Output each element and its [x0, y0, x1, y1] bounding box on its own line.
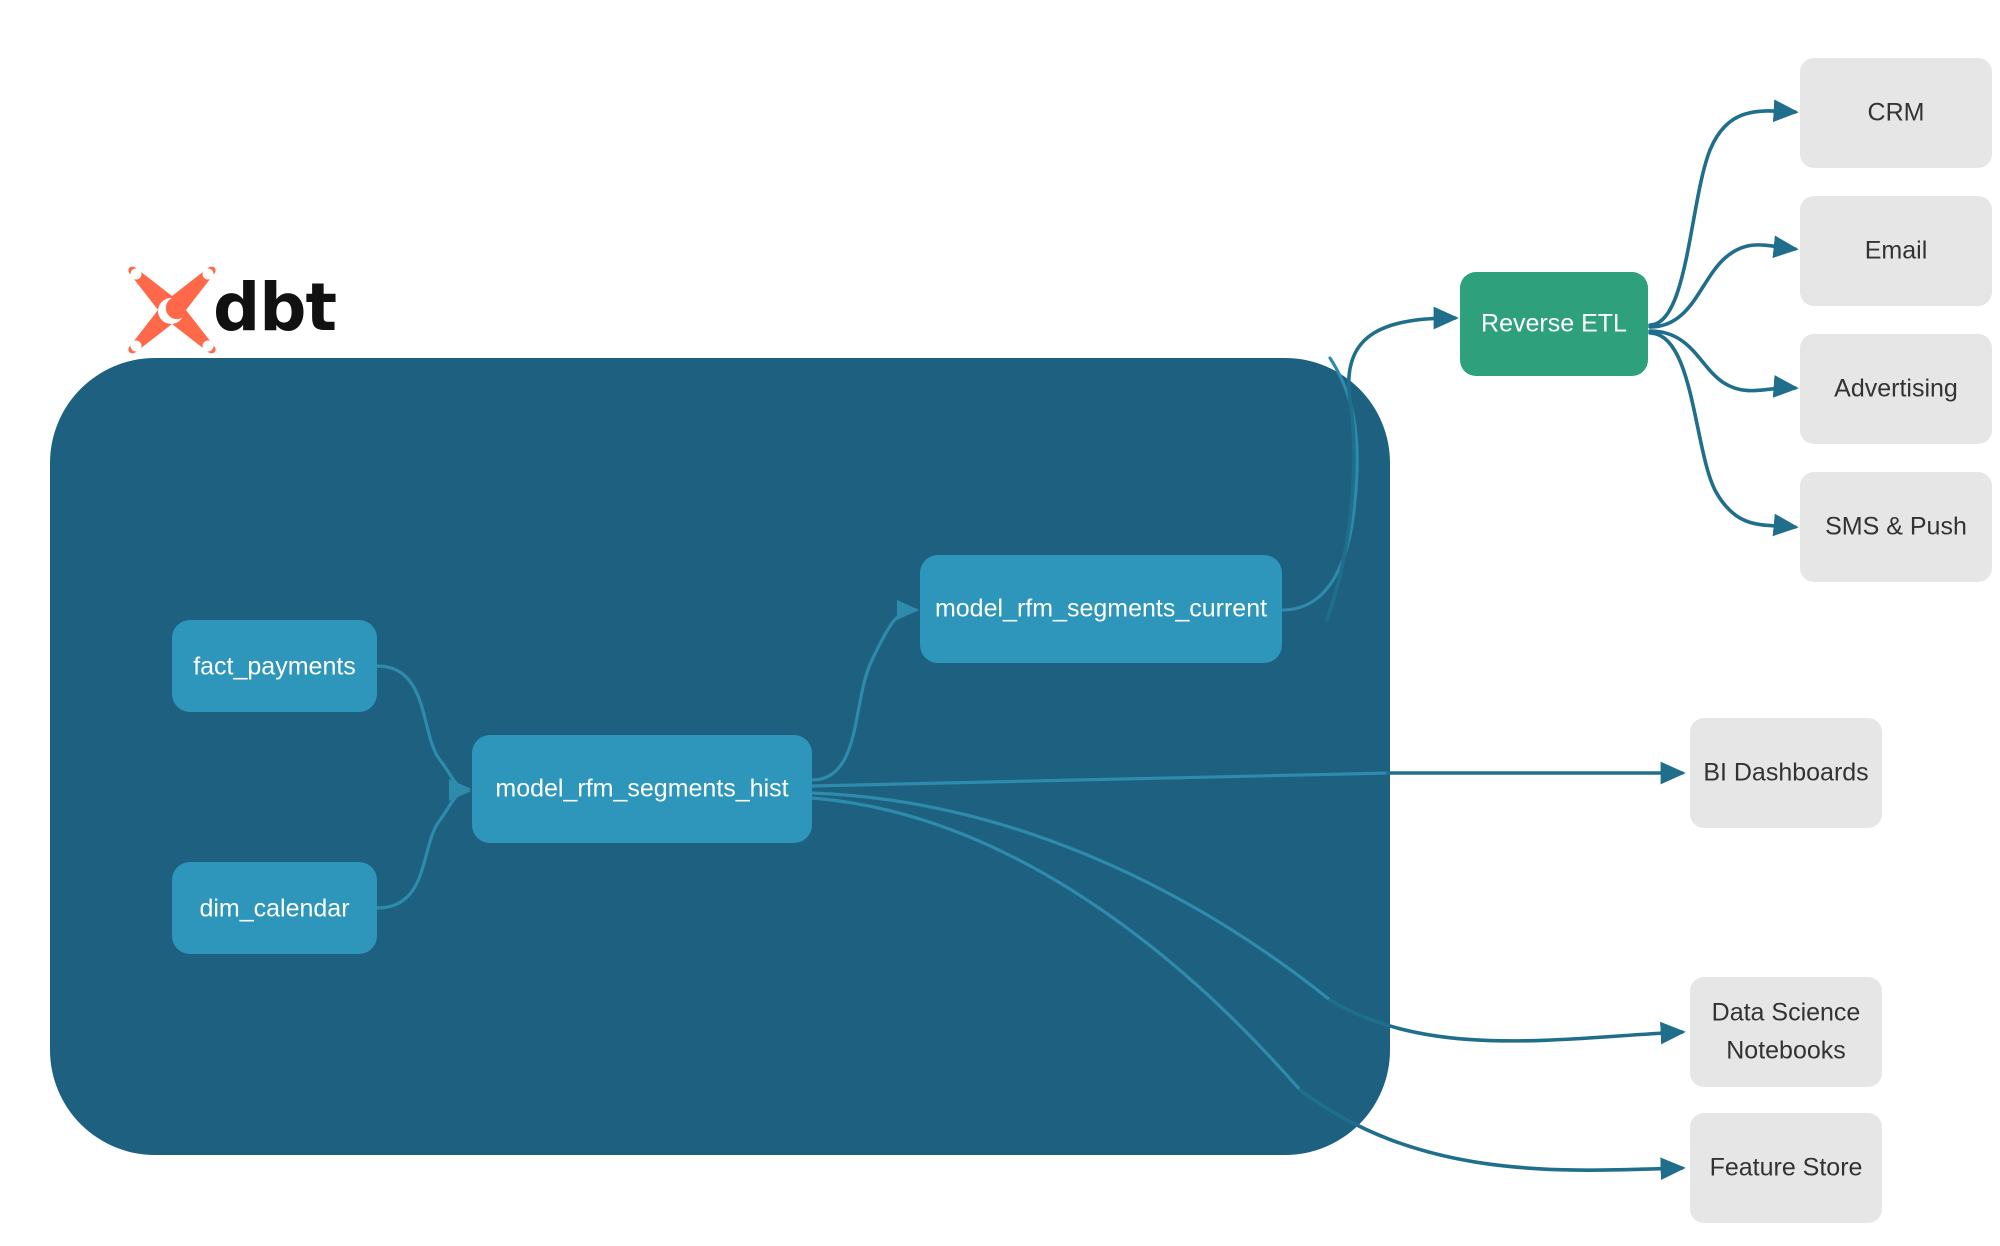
node-model-rfm-segments-current[interactable]: model_rfm_segments_current — [920, 555, 1282, 663]
node-bi-dashboards[interactable]: BI Dashboards — [1690, 718, 1882, 828]
edge-reverse-etl-to-email — [1648, 235, 1799, 329]
edge-hist-to-current — [810, 599, 920, 782]
node-label-email: Email — [1865, 237, 1928, 265]
edge-dim-calendar-to-hist — [375, 780, 472, 910]
node-label-fact-payments: fact_payments — [193, 653, 356, 681]
dbt-x-icon — [128, 266, 216, 354]
node-label-bi-dashboards: BI Dashboards — [1703, 759, 1868, 787]
node-label-feature-store: Feature Store — [1710, 1154, 1863, 1182]
node-label-data-science-notebooks-line-2: Notebooks — [1726, 1037, 1846, 1065]
node-label-model-rfm-segments-current: model_rfm_segments_current — [935, 595, 1267, 623]
edge-current-to-etl-inner — [1280, 356, 1359, 612]
node-label-model-rfm-segments-hist: model_rfm_segments_hist — [495, 775, 788, 803]
node-label-sms-push: SMS & Push — [1825, 513, 1967, 541]
edge-hist-to-feature-store — [1298, 1088, 1686, 1181]
node-dim-calendar[interactable]: dim_calendar — [172, 862, 377, 954]
edge-reverse-etl-to-crm — [1648, 99, 1799, 327]
edge-reverse-etl-to-sms-push — [1648, 331, 1799, 537]
node-label-dim-calendar: dim_calendar — [199, 895, 349, 923]
edge-hist-to-fs-inner — [810, 796, 1302, 1092]
dbt-wordmark: dbt — [213, 269, 336, 346]
edge-hist-to-ds-inner — [810, 791, 1332, 1002]
node-label-data-science-notebooks-line-1: Data Science — [1712, 999, 1861, 1027]
node-label-advertising: Advertising — [1834, 375, 1958, 403]
node-reverse-etl[interactable]: Reverse ETL — [1460, 272, 1648, 376]
node-email[interactable]: Email — [1800, 196, 1992, 306]
edge-hist-to-bi-inner — [810, 771, 1392, 788]
node-crm[interactable]: CRM — [1800, 58, 1992, 168]
dbt-logo: dbt — [128, 266, 337, 354]
node-advertising[interactable]: Advertising — [1800, 334, 1992, 444]
edge-current-to-reverse-etl — [1325, 306, 1459, 622]
node-sms-push[interactable]: SMS & Push — [1800, 472, 1992, 582]
node-data-science-notebooks[interactable]: Data Science Notebooks — [1690, 977, 1882, 1087]
node-label-crm: CRM — [1868, 99, 1925, 127]
edge-hist-to-data-science-notebooks — [1328, 998, 1686, 1045]
node-feature-store[interactable]: Feature Store — [1690, 1113, 1882, 1223]
node-fact-payments[interactable]: fact_payments — [172, 620, 377, 712]
node-label-reverse-etl: Reverse ETL — [1481, 310, 1627, 338]
edge-reverse-etl-to-advertising — [1648, 329, 1799, 398]
node-model-rfm-segments-hist[interactable]: model_rfm_segments_hist — [472, 735, 812, 843]
